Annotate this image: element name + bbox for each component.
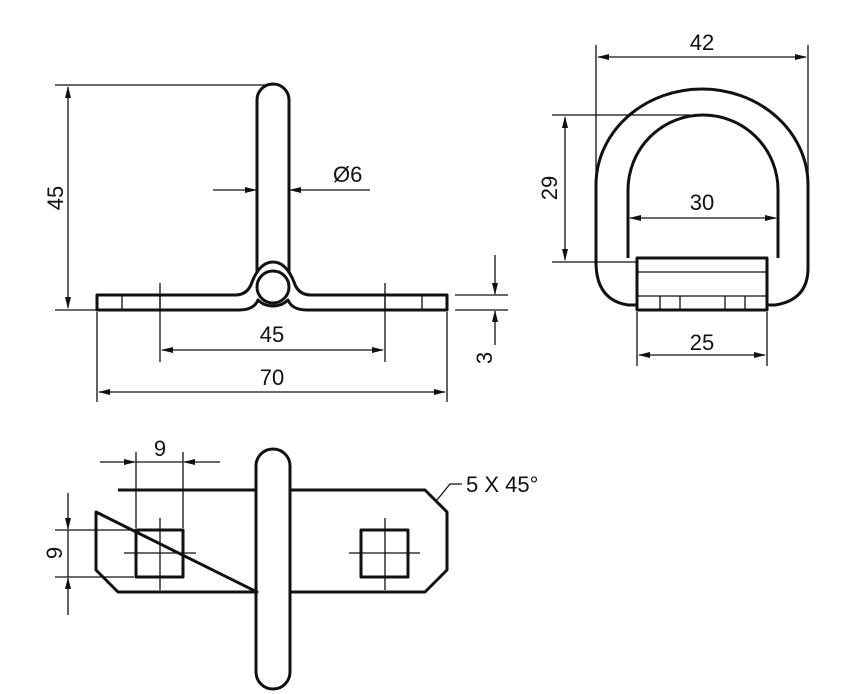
- side-view: 42 29 30 25: [537, 30, 810, 366]
- label-diameter: Ø6: [333, 162, 362, 187]
- top-rod: [254, 447, 292, 691]
- dim-thickness-3: [455, 255, 508, 345]
- front-rod-section: [255, 269, 291, 305]
- ring-block-lines: [637, 271, 767, 310]
- front-base-plate: [95, 260, 449, 312]
- label-hole-spacing-45: 45: [260, 322, 284, 347]
- dim-length-70: [96, 312, 448, 402]
- front-view: 45 Ø6 45 70 3: [43, 82, 508, 402]
- dim-square-height-9: [55, 493, 134, 615]
- label-square-width-9: 9: [154, 436, 166, 461]
- label-chamfer: 5 X 45°: [466, 472, 538, 497]
- ring-block: [635, 256, 769, 312]
- dim-hole-spacing-45: [159, 283, 386, 362]
- dim-height-29: [552, 114, 690, 263]
- label-length-70: 70: [260, 365, 284, 390]
- label-inner-width-30: 30: [690, 190, 714, 215]
- label-thickness-3: 3: [472, 352, 497, 364]
- ring-inner: [626, 113, 780, 258]
- top-plate: [94, 488, 449, 594]
- dim-height-45: [55, 84, 273, 311]
- chamfer-leader: [436, 483, 462, 501]
- label-square-height-9: 9: [42, 547, 67, 559]
- front-rod: [255, 82, 291, 272]
- label-block-25: 25: [690, 330, 714, 355]
- dim-square-width-9: [100, 452, 220, 528]
- label-height-29: 29: [537, 176, 562, 200]
- ring-outer: [594, 87, 810, 307]
- dim-block-25: [636, 312, 768, 366]
- centerlines: [124, 518, 420, 590]
- label-width-42: 42: [690, 30, 714, 55]
- label-height-45: 45: [43, 186, 68, 210]
- top-view: 9 9 5 X 45°: [42, 436, 538, 691]
